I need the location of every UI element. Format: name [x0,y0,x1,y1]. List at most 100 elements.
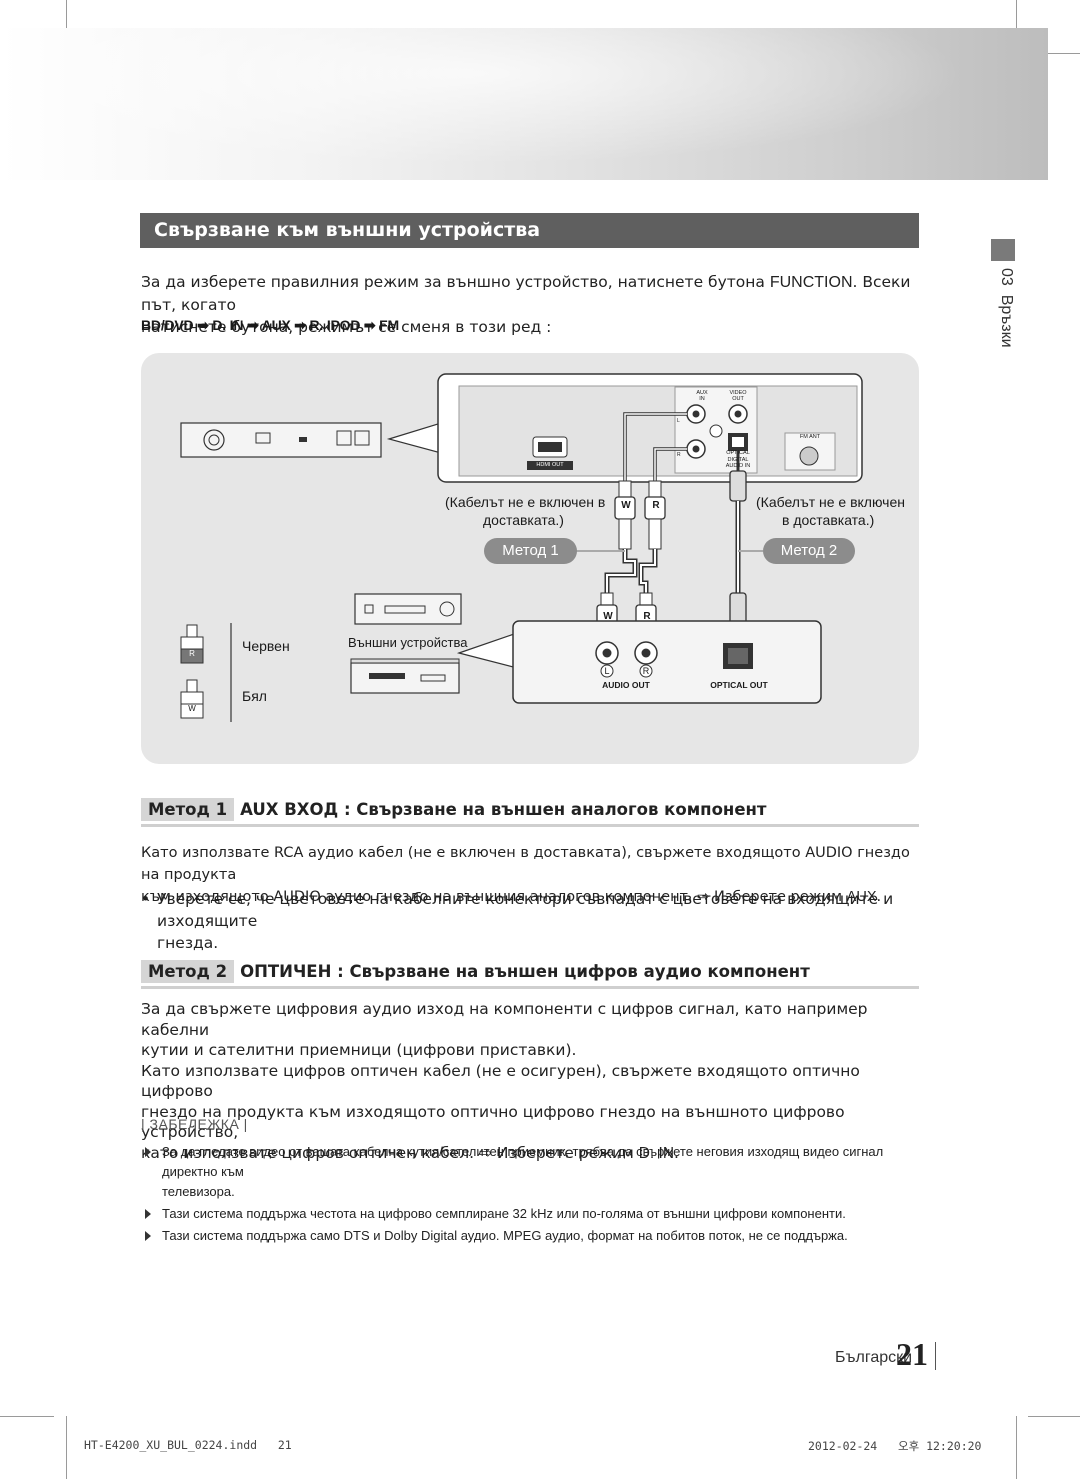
method-2-text: като използвате цифров оптичен кабел. [141,1143,479,1162]
note-item-2: Тази система поддържа честота на цифрово… [162,1206,846,1221]
plug-w-label-lower: W [603,611,613,622]
method-2-tag: Метод 2 [141,960,235,983]
legend-red-plug [180,624,204,664]
footer-timestamp: 2012-02-24 오후 12:20:20 [808,1439,982,1453]
cable-note-right-2: в доставката.) [782,512,875,528]
fm-ant-label: FM ANT [799,434,821,440]
side-tab: 03 Връзки [985,268,1015,388]
rca-plug-red-upper [644,480,666,550]
chapter-label: Връзки [998,294,1015,348]
method-2-text-4: гнездо на продукта към изходящото оптичн… [141,1102,845,1142]
panel-r-label: R [677,452,681,458]
plug-r-label-upper: R [652,500,660,511]
note-arrow-icon [145,1147,151,1157]
bullet-icon: • [141,890,151,908]
optical-label: OPTICAL [726,450,750,456]
method-2-text-3: Като използвате цифров оптичен кабел (не… [141,1061,860,1101]
audio-out-label: AUDIO OUT [602,680,650,690]
mode-sequence: BD/DVD ➡ D. IN ➡ AUX ➡ R. IPOD ➡ FM [141,317,399,333]
method-1-heading-text: AUX ВХОД : Свързване на външен аналогов … [240,800,767,819]
method-2-heading: Метод 2 ОПТИЧЕН : Свързване на външен циф… [141,960,810,983]
dvd-player-device [354,593,462,625]
plug-w-label-upper: W [621,500,631,511]
intro-text: . Всеки път, когато [141,273,911,314]
plug-r-label-lower: R [643,611,651,622]
jack-l-label: L [604,666,610,676]
footer-file: HT-E4200_XU_BUL_0224.indd 21 [84,1438,292,1452]
method-1-pill [484,538,577,564]
method-2-body: За да свържете цифровия аудио изход на к… [141,999,921,1164]
set-top-box-device [350,658,460,694]
legend-red-label: Червен [242,638,290,654]
method-1-text-2: към изходящото AUDIO аудио гнездо на вън… [141,886,921,908]
method-2-text: Изберете режим [491,1143,639,1162]
note-arrow-icon [145,1231,151,1241]
mode-aux: AUX [846,889,877,905]
digital-audio-in-label: DIGITAL AUDIO IN [725,457,751,469]
side-tab-marker [991,239,1015,261]
function-key: FUNCTION [769,274,853,291]
chapter-number: 03 [998,268,1015,286]
connection-diagram [180,373,863,722]
home-theater-unit [180,422,382,458]
crop-mark [66,1416,67,1479]
cable-note-left-2: доставката.) [483,512,564,528]
optical-out-label: OPTICAL OUT [710,680,768,690]
intro-text: За да изберете правилния режим за външно… [141,273,770,291]
method-1-pill-label: Метод 1 [502,542,559,559]
legend-white-plug-letter: W [188,704,196,713]
method-1-bullet: • Уверете се, че цветовете на кабелните к… [141,888,921,954]
external-output-panel [512,620,822,704]
note-list: За да гледате видео от вашата кабелна ку… [145,1142,925,1246]
method-2-text-5: като използвате цифров оптичен кабел. ⇨ … [141,1143,921,1165]
select-arrow-icon: ⇨ [697,889,710,905]
page-number-divider [935,1342,936,1370]
bullet-text-1: Уверете се, че цветовете на кабелните ко… [157,890,894,930]
aux-in-label: AUX IN [696,390,708,402]
method-1-text: Изберете режим [709,889,847,905]
method-1-body: Като използвате RCA аудио кабел (не е вк… [141,842,921,908]
method-2-text: . [674,1143,679,1162]
video-out-label: VIDEO OUT [729,390,747,402]
crop-mark [1016,1416,1017,1479]
crop-mark [0,1416,54,1417]
method-1-text: към изходящото AUDIO аудио гнездо на вън… [141,889,698,905]
note-arrow-icon [145,1209,151,1219]
panel-l-label: L [677,418,680,424]
intro-line-2: натиснете бутона, режимът се сменя в тоз… [141,318,552,336]
note-item-3: Тази система поддържа само DTS и Dolby D… [162,1228,848,1243]
section-title: Свързване към външни устройства [140,213,919,248]
mode-d-in: D. IN [638,1144,675,1162]
page-number: 21 [896,1336,928,1372]
rca-plug-white-upper [614,480,636,550]
legend-red-plug-letter: R [189,649,195,658]
method-1-text-1: Като използвате RCA аудио кабел (не е вк… [141,845,910,883]
legend-white-label: Бял [242,688,267,704]
cable-note-left-1: (Кабелът не е включен в [445,494,606,510]
note-item-1: За да гледате видео от вашата кабелна ку… [162,1144,884,1179]
method-1-rule [141,824,919,827]
crop-mark [1028,53,1080,54]
jack-r-label: R [642,666,650,676]
method-2-rule [141,986,919,989]
note-heading: | ЗАБЕЛЕЖКА | [141,1116,248,1132]
method-2-heading-text: ОПТИЧЕН : Свързване на външен цифров ауд… [240,962,810,981]
optical-plug-upper [729,470,747,502]
intro-paragraph: За да изберете правилния режим за външно… [141,271,921,338]
cable-note-right-1: (Кабелът не е включен [756,494,905,510]
intro-line-1: За да изберете правилния режим за външно… [141,271,921,316]
external-devices-label: Външни устройства [348,635,468,650]
method-2-pill-label: Метод 2 [780,542,838,559]
page-language: Български [835,1349,913,1366]
crop-mark [1028,1416,1080,1417]
method-2-text-2: кутии и сателитни приемници (цифрови при… [141,1041,577,1059]
bullet-text-2: гнезда. [157,934,219,952]
method-1-text: . [876,889,882,905]
note-item-1-cont: телевизора. [162,1184,235,1199]
legend-white-plug [180,679,204,719]
select-arrow-icon: ⇨ [478,1143,492,1162]
method-2-pill [763,538,855,564]
hdmi-out-label: HDMI OUT [536,462,564,468]
method-2-text-1: За да свържете цифровия аудио изход на к… [141,1000,868,1039]
